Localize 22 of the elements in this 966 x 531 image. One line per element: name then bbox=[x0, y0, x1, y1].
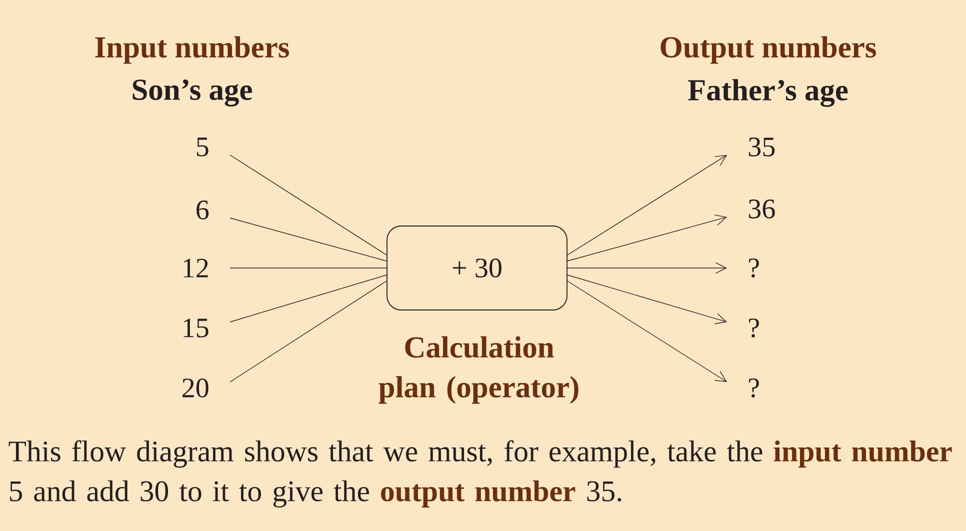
number-label: 36 bbox=[748, 200, 775, 218]
number-label: ? bbox=[749, 378, 759, 398]
number-label: 5 bbox=[197, 138, 208, 156]
arrow bbox=[567, 262, 727, 274]
number-label: 20 bbox=[182, 378, 208, 398]
number-label: 12 bbox=[184, 258, 208, 278]
heading: Input numbers bbox=[95, 36, 289, 64]
caption-text: This flow diagram shows that we must, for example, take the input number 5 and add 30 to it to give the output number 35. bbox=[8, 440, 952, 508]
caption-text: Calculation plan (operator) bbox=[378, 336, 578, 404]
number-label: 15 bbox=[184, 318, 208, 338]
heading: Father’s age bbox=[688, 79, 848, 107]
heading: Output numbers bbox=[660, 36, 876, 64]
number-label: ? bbox=[749, 318, 759, 338]
number-label: 35 bbox=[748, 138, 775, 156]
number-label: ? bbox=[749, 258, 759, 278]
arrow bbox=[567, 274, 727, 324]
arrow bbox=[567, 155, 727, 256]
heading: Son’s age bbox=[132, 80, 252, 106]
arrow bbox=[567, 280, 727, 382]
number-label: 6 bbox=[196, 200, 209, 220]
arrow bbox=[567, 214, 727, 262]
operator-box: + 30 bbox=[386, 226, 568, 310]
